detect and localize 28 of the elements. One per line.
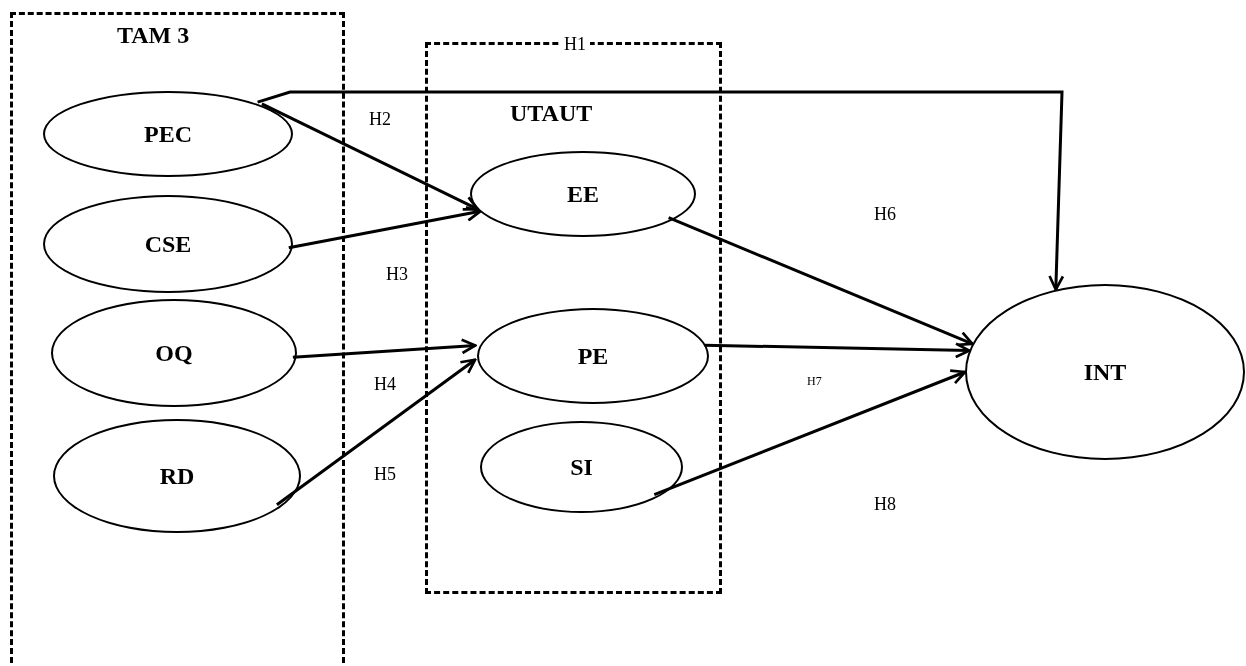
construct-ellipse	[53, 419, 301, 533]
construct-ellipse	[43, 195, 293, 293]
construct-ellipse	[470, 151, 696, 237]
arrow	[261, 102, 479, 211]
construct-label: PEC	[144, 120, 192, 149]
construct-ellipse	[965, 284, 1245, 460]
group-title: UTAUT	[510, 99, 593, 128]
construct-label: SI	[570, 453, 593, 482]
arrow	[704, 342, 971, 359]
construct-ellipse	[51, 299, 297, 407]
arrow	[288, 205, 482, 250]
arrow	[276, 358, 477, 506]
construct-ellipse	[43, 91, 293, 177]
construct-label: OQ	[155, 339, 193, 368]
arrow	[668, 216, 974, 347]
construct-label: RD	[159, 462, 195, 491]
construct-label: INT	[1083, 358, 1127, 387]
dashed-group-box	[10, 12, 345, 666]
arrow	[653, 369, 967, 496]
arrow	[292, 338, 477, 359]
edge-label: H1	[560, 35, 590, 53]
construct-label: EE	[567, 180, 599, 209]
construct-label: PE	[577, 342, 609, 371]
construct-ellipse	[477, 308, 709, 404]
arrow	[257, 90, 1065, 291]
construct-label: CSE	[144, 230, 192, 259]
group-title: TAM 3	[117, 21, 190, 50]
construct-ellipse	[480, 421, 683, 513]
